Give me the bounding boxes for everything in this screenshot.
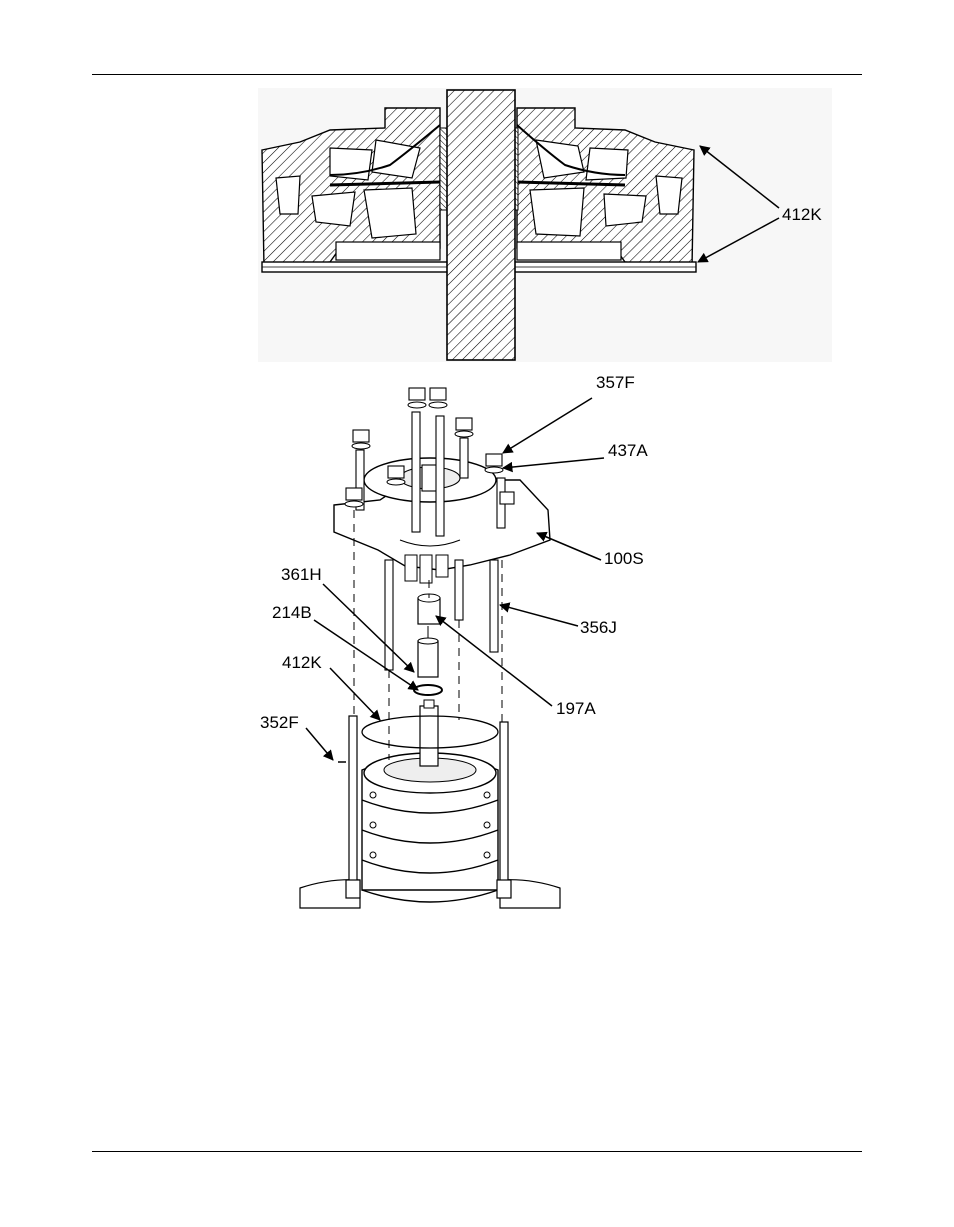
shaft-exploded <box>420 706 438 766</box>
leader-437a <box>503 458 604 468</box>
callout-356j: 356J <box>580 618 617 637</box>
leader-356j <box>500 605 578 626</box>
callout-197a: 197A <box>556 699 596 718</box>
callout-357f: 357F <box>596 373 635 392</box>
section-view: 412K <box>258 88 832 362</box>
leader-352f <box>306 728 333 760</box>
callout-437a: 437A <box>608 441 648 460</box>
leader-361h <box>323 584 414 672</box>
callout-412k-section: 412K <box>782 205 822 224</box>
callout-361h: 361H <box>281 565 322 584</box>
callout-214b: 214B <box>272 603 312 622</box>
pump-shaft-section <box>447 90 515 360</box>
leader-412k <box>330 668 380 720</box>
callout-352f: 352F <box>260 713 299 732</box>
callout-412k-exploded: 412K <box>282 653 322 672</box>
callout-100s: 100S <box>604 549 644 568</box>
leader-357f <box>503 398 592 453</box>
leader-214b <box>314 620 418 690</box>
bushing-361h <box>418 641 438 677</box>
footer-rule <box>92 1151 862 1152</box>
bowl-stack <box>300 753 560 908</box>
leader-100s <box>537 533 601 560</box>
spacer-214b <box>414 685 442 695</box>
